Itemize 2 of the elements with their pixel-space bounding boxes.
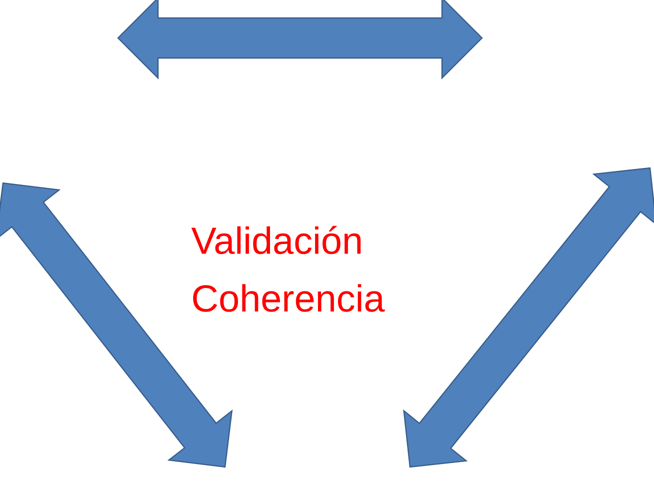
text-label: Coherencia xyxy=(193,284,385,312)
text-label: Validación xyxy=(191,226,361,254)
